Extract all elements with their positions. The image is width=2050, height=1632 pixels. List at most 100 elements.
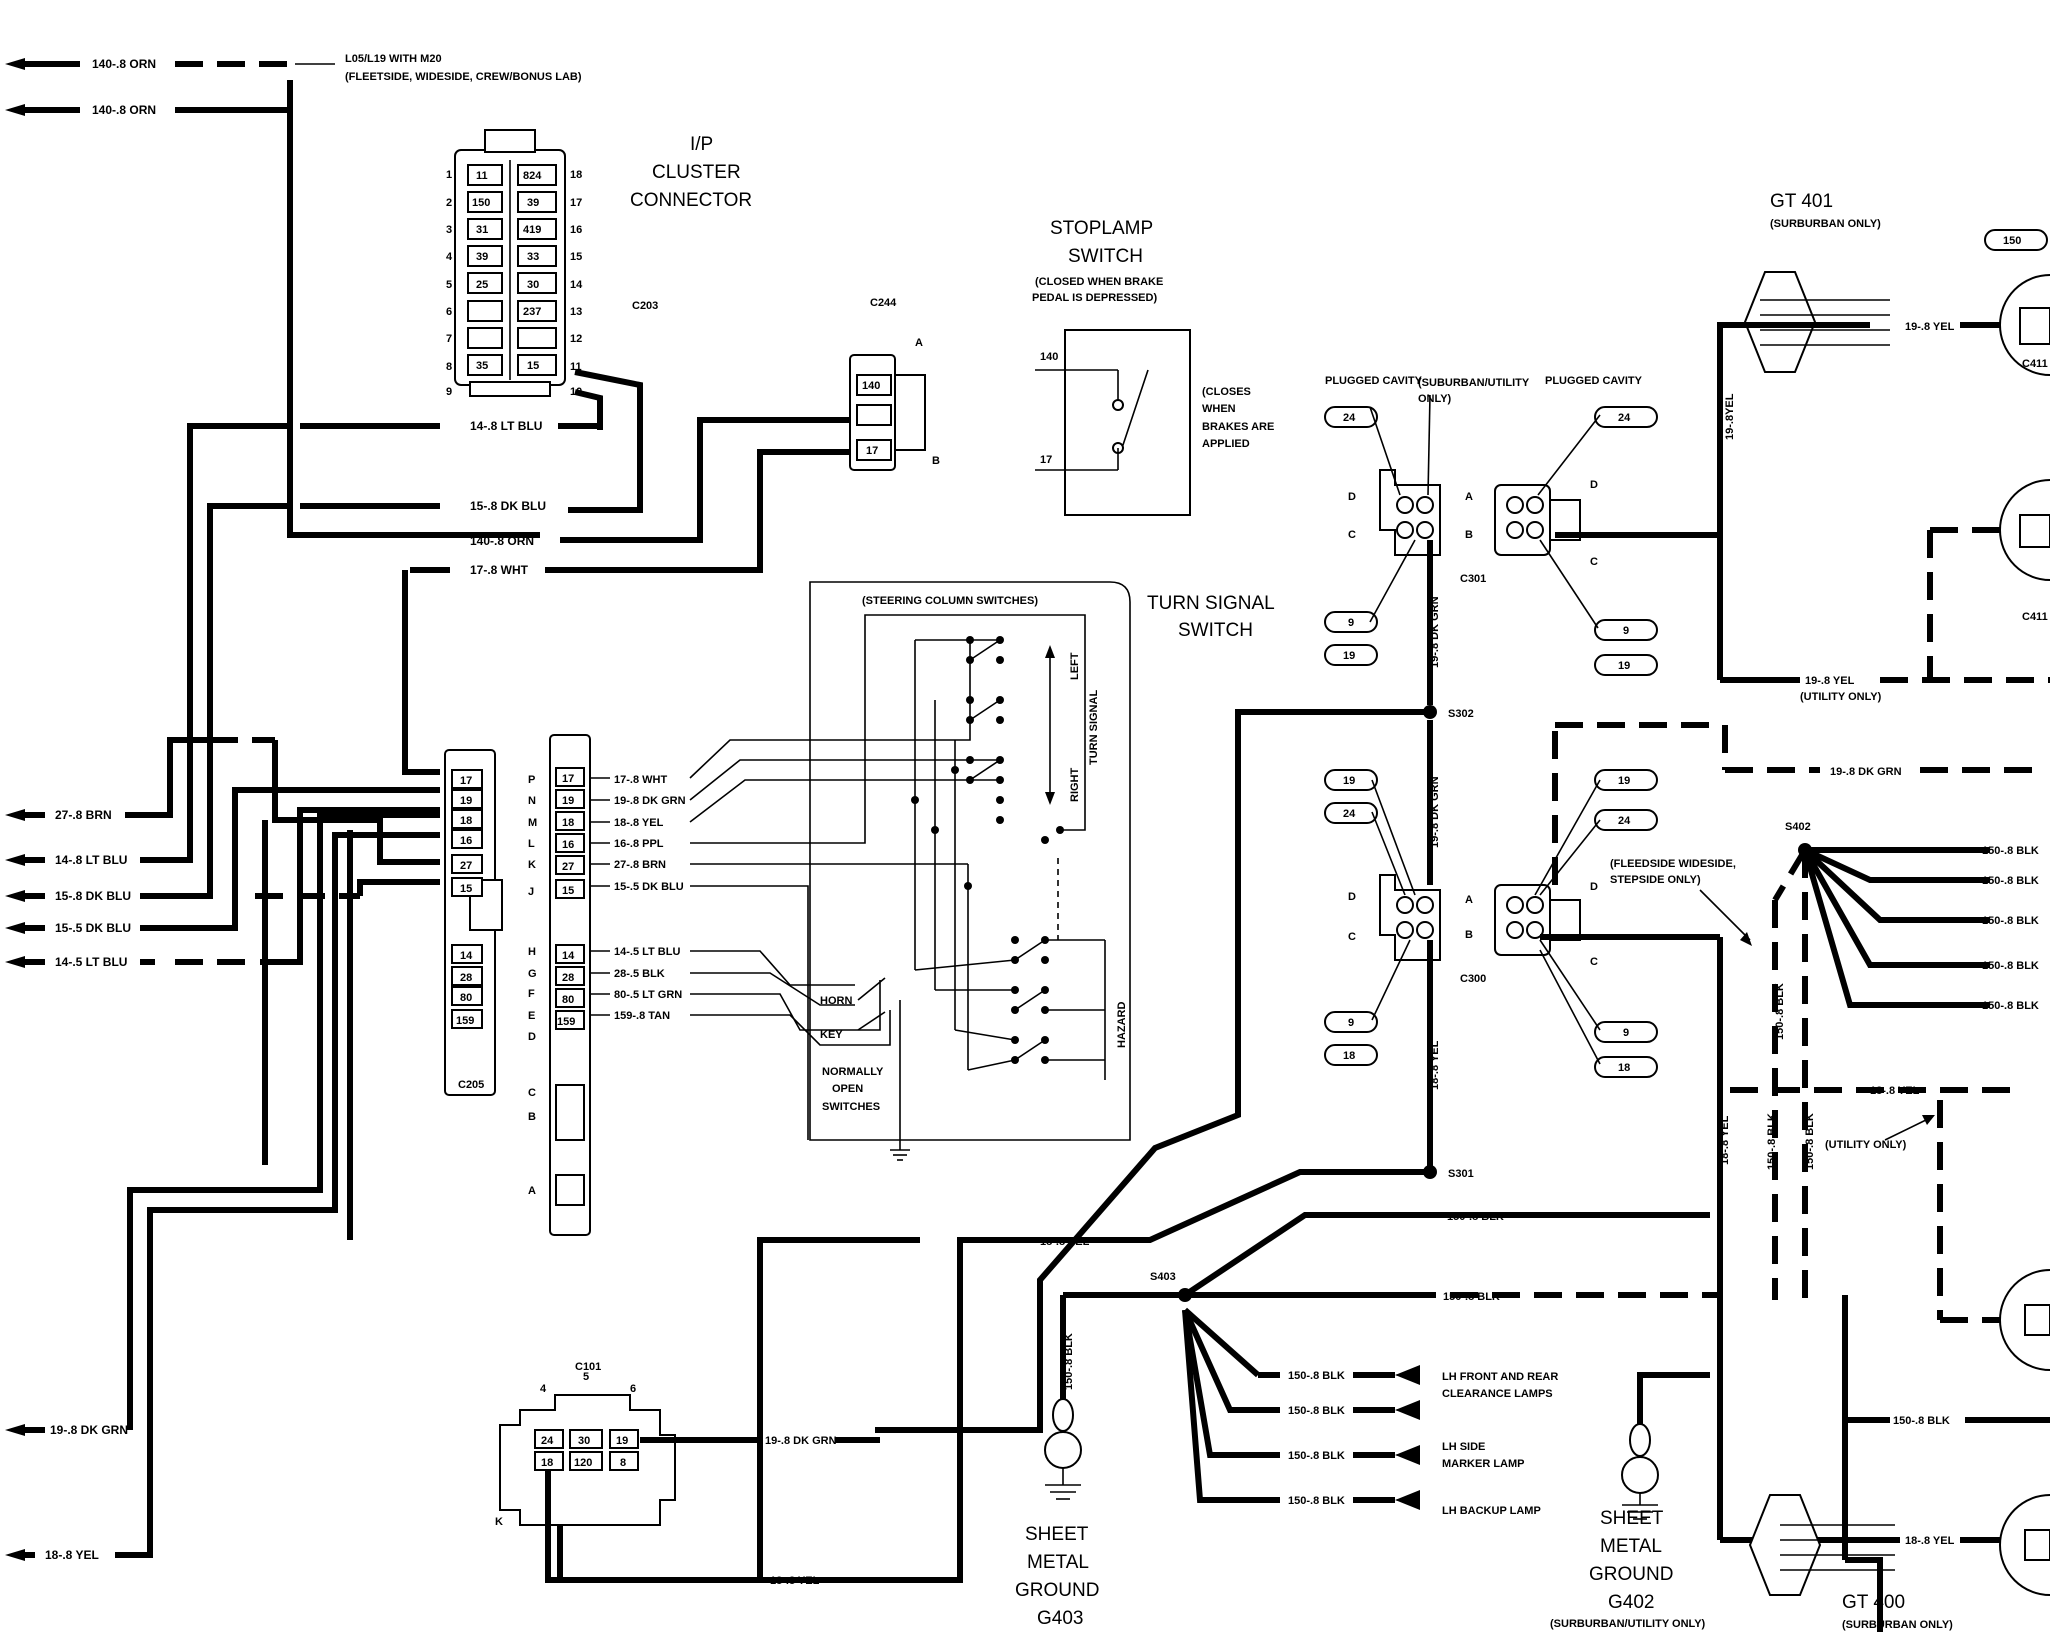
diagram-label: N (528, 795, 536, 807)
diagram-label: METAL (1027, 1552, 1089, 1573)
diagram-label: 24 (1618, 412, 1631, 424)
wire-label: 140-.8 ORN (470, 534, 534, 548)
diagram-label: 16 (562, 839, 574, 851)
diagram-label: 1 (446, 169, 452, 181)
diagram-label: GT 400 (1842, 1592, 1905, 1613)
diagram-label: 9 (1348, 617, 1354, 629)
diagram-label: 28 (460, 972, 472, 984)
connector-id: C300 (1460, 973, 1486, 985)
wire-label: 140-.8 ORN (92, 57, 156, 71)
wire-label: 27-.8 BRN (55, 808, 112, 822)
diagram-label: K (528, 859, 536, 871)
switch-contacts (911, 636, 1106, 1080)
diagram-label: A (1465, 894, 1473, 906)
diagram-label: 2 (446, 197, 452, 209)
diagram-label: C (1590, 956, 1598, 968)
diagram-label: 150-.8 BLK (1982, 875, 2039, 887)
diagram-label: 150-.8 BLK (1443, 1291, 1500, 1303)
ip-right-pins: 18 17 16 15 14 13 12 11 10 (570, 169, 583, 398)
diagram-label: 15-.5 DK BLU (614, 881, 684, 893)
diagram-label: BRAKES ARE (1202, 421, 1274, 433)
diagram-label: (SURBURBAN/UTILITY ONLY) (1550, 1618, 1706, 1630)
diagram-label: 24 (1343, 808, 1356, 820)
diagram-label: 15 (527, 360, 539, 372)
diagram-label: 80 (460, 992, 472, 1004)
diagram-label: (SURBURBAN ONLY) (1842, 1619, 1953, 1631)
diagram-label: LEFT (1069, 652, 1081, 680)
diagram-label: K (495, 1516, 503, 1528)
diagram-label: GT 401 (1770, 191, 1833, 212)
diagram-label: 150-.8 BLK (1766, 1113, 1778, 1170)
diagram-label: 39 (476, 251, 488, 263)
diagram-label: 824 (523, 170, 542, 182)
diagram-label: SHEET (1025, 1524, 1089, 1545)
diagram-label: 24 (541, 1435, 554, 1447)
diagram-label: 9 (446, 386, 452, 398)
diagram-label: 80 (562, 994, 574, 1006)
diagram-label: 7 (446, 333, 452, 345)
diagram-label: 150 (2003, 235, 2021, 247)
diagram-label: 11 (570, 361, 582, 373)
diagram-label: 18-.8 YEL (1905, 1535, 1955, 1547)
diagram-label: 150-.8 BLK (1288, 1370, 1345, 1382)
diagram-label: D (1590, 479, 1598, 491)
right-side: GT 401 (SURBURBAN ONLY) 19-.8 YEL 150 C4… (1717, 191, 2050, 1632)
diagram-label: 17 (562, 773, 574, 785)
diagram-label: APPLIED (1202, 438, 1250, 450)
diagram-label: H (528, 946, 536, 958)
diagram-label: LH SIDE (1442, 1441, 1485, 1453)
connector-id: C244 (870, 297, 897, 309)
diagram-label: B (1465, 529, 1473, 541)
diagram-label: 18 (541, 1457, 553, 1469)
connector-id: C301 (1460, 573, 1486, 585)
connector-id: C205 (458, 1079, 484, 1091)
ip-cluster-connector: 1 2 3 4 5 6 7 8 9 18 17 16 15 14 13 12 1… (410, 129, 855, 577)
diagram-label: 27 (562, 861, 574, 873)
diagram-label: 17 (1040, 454, 1052, 466)
diagram-label: 19-.8 YEL (1805, 675, 1855, 687)
diagram-label: 6 (630, 1383, 636, 1395)
diagram-label: 18-.8 YEL (614, 817, 664, 829)
ip-title: CONNECTOR (630, 190, 752, 211)
diagram-label: 5 (446, 279, 452, 291)
diagram-label: B (932, 455, 940, 467)
diagram-label: (SUBURBAN/UTILITY (1418, 377, 1530, 389)
diagram-label: GROUND (1589, 1564, 1673, 1585)
diagram-label: A (528, 1185, 536, 1197)
wire-label: 14-.5 LT BLU (55, 955, 127, 969)
diagram-label: 13 (570, 306, 582, 318)
turn-signal-switch: (STEERING COLUMN SWITCHES) TURN SIGNAL S… (689, 581, 1275, 1161)
c205-connector: 17 19 18 16 27 15 14 28 80 159 C205 17 1… (444, 734, 686, 1236)
diagram-label: 19-.8 YEL (1905, 321, 1955, 333)
diagram-label: 159 (456, 1015, 474, 1027)
diagram-label: 18-.8 YEL (1719, 1115, 1731, 1165)
c205-leads (590, 777, 610, 1016)
diagram-label: E (528, 1010, 535, 1022)
wire-note: (FLEETSIDE, WIDESIDE, CREW/BONUS LAB) (345, 71, 582, 83)
diagram-label: 18-.8 YEL (1870, 1085, 1920, 1097)
diagram-label: 16-.8 PPL (614, 838, 664, 850)
diagram-label: 17 (460, 775, 472, 787)
diagram-label: 5 (583, 1371, 589, 1383)
wire-label: 18-.8 YEL (45, 1548, 99, 1562)
diagram-label: 150-.8 BLK (1982, 845, 2039, 857)
diagram-label: 237 (523, 306, 541, 318)
diagram-label: 18-.8 YEL (770, 1575, 820, 1587)
diagram-label: (UTILITY ONLY) (1825, 1139, 1907, 1151)
diagram-label: HORN (820, 995, 852, 1007)
diagram-label: C (528, 1087, 536, 1099)
diagram-label: 150-.8 BLK (1288, 1495, 1345, 1507)
connector-id: C101 (575, 1361, 601, 1373)
diagram-label: 31 (476, 224, 488, 236)
diagram-label: CLEARANCE LAMPS (1442, 1388, 1553, 1400)
diagram-label: A (1465, 491, 1473, 503)
diagram-label: 3 (446, 224, 452, 236)
diagram-label: 19 (1618, 775, 1630, 787)
diagram-label: 19-.8 DK GRN (614, 795, 686, 807)
diagram-label: 14 (562, 950, 575, 962)
diagram-label: D (1348, 491, 1356, 503)
diagram-label: D (1590, 881, 1598, 893)
diagram-label: 25 (476, 279, 488, 291)
diagram-label: 140 (1040, 351, 1058, 363)
